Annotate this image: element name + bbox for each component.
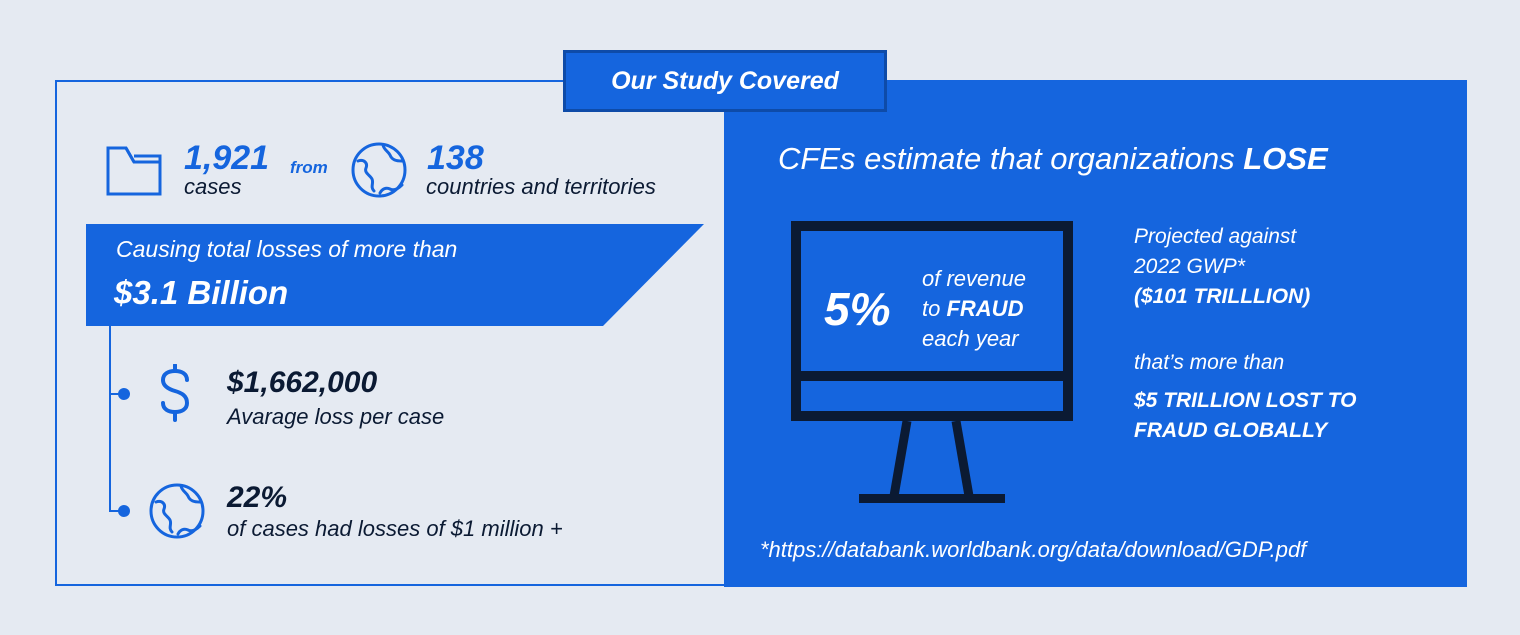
conclusion-line2: $5 TRILLION LOST TO: [1134, 389, 1357, 412]
revenue-loss-line2: to FRAUD: [922, 294, 1026, 324]
source-footnote: *https://databank.worldbank.org/data/dow…: [760, 537, 1307, 562]
revenue-loss-line3: each year: [922, 326, 1019, 351]
projection-text: Projected against 2022 GWP* ($101 TRILLL…: [1134, 222, 1310, 312]
revenue-loss-caption: of revenue to FRAUD each year: [922, 264, 1026, 354]
conclusion-intro: that’s more than: [1134, 351, 1285, 374]
projection-line3: ($101 TRILLLION): [1134, 285, 1311, 308]
fraud-headline: CFEs estimate that organizations LOSE: [778, 141, 1328, 177]
section-title: Our Study Covered: [563, 50, 887, 112]
projection-line1: Projected against: [1134, 225, 1297, 248]
conclusion-line3: FRAUD GLOBALLY: [1134, 419, 1328, 442]
total-loss-banner: [86, 224, 704, 326]
from-connector-text: from: [290, 158, 328, 177]
average-loss-label: Avarage loss per case: [227, 404, 445, 429]
globe-icon: [148, 482, 206, 540]
globe-icon: [350, 141, 408, 199]
countries-count: 138: [427, 139, 484, 177]
section-title-text: Our Study Covered: [611, 66, 839, 95]
million-plus-label: of cases had losses of $1 million +: [227, 516, 563, 541]
fraud-headline-emphasis: LOSE: [1243, 141, 1328, 176]
study-summary-box: [55, 80, 724, 586]
million-plus-percent: 22%: [227, 481, 288, 514]
folder-icon: [106, 146, 162, 196]
cases-count: 1,921: [184, 139, 270, 177]
revenue-loss-percent: 5%: [824, 283, 891, 335]
countries-label: countries and territories: [426, 174, 656, 199]
total-loss-caption: Causing total losses of more than: [116, 236, 458, 262]
revenue-loss-line2-prefix: to: [922, 296, 947, 321]
fraud-estimate-panel: [724, 80, 1467, 587]
dollar-icon: [154, 362, 196, 424]
conclusion-emphasis: $5 TRILLION LOST TO FRAUD GLOBALLY: [1134, 386, 1356, 446]
revenue-loss-line2-emphasis: FRAUD: [946, 296, 1024, 321]
fraud-headline-prefix: CFEs estimate that organizations: [778, 141, 1244, 176]
total-loss-value: $3.1 Billion: [114, 274, 289, 311]
revenue-loss-line1: of revenue: [922, 266, 1026, 291]
monitor-icon: [780, 210, 1090, 510]
cases-label: cases: [184, 174, 242, 199]
average-loss-value: $1,662,000: [227, 366, 378, 399]
projection-line2: 2022 GWP*: [1134, 255, 1245, 278]
